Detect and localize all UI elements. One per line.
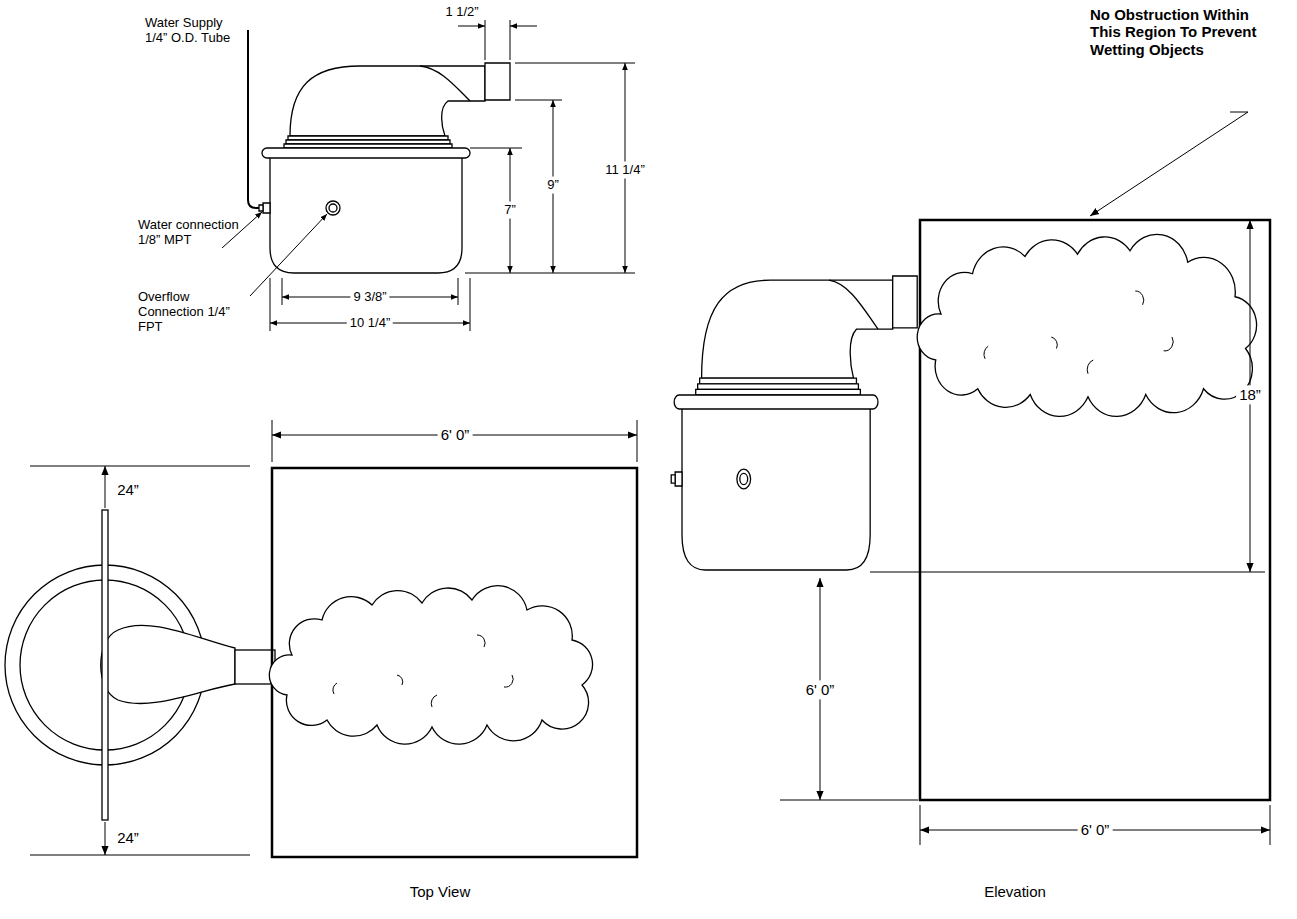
dimension-label: 18” [1236, 385, 1264, 404]
view-caption-label: Elevation [981, 882, 1049, 901]
view-caption-label: Top View [407, 882, 474, 901]
dimension-label: 6' 0” [438, 425, 473, 444]
water-supply-tube [248, 30, 262, 208]
dimension-label: 7” [501, 202, 519, 219]
steam-elbow [101, 625, 235, 703]
detail-view [222, 20, 635, 331]
dimension-lines [780, 112, 1270, 845]
steam-cloud [269, 586, 592, 744]
dimension-label: 6' 0” [1078, 820, 1113, 839]
nozzle [235, 650, 275, 684]
mounting-bar [102, 510, 108, 820]
steam-cloud [917, 234, 1256, 416]
dimension-lines [270, 20, 635, 331]
dimension-label: 6' 0” [803, 680, 838, 699]
dimension-lines [30, 420, 637, 855]
dimension-label: 1 1/2” [442, 4, 481, 21]
elevation-view [671, 112, 1270, 845]
humidifier-unit [671, 276, 917, 570]
dimension-label: 24” [114, 480, 142, 499]
top-view [5, 420, 637, 857]
dimension-label: 11 1/4” [602, 162, 648, 179]
dimension-label: 9” [544, 177, 562, 194]
humidifier-unit [259, 63, 510, 273]
dimension-label: 24” [114, 828, 142, 847]
dimension-label: 9 3/8” [350, 289, 389, 306]
callout-label: Overflow Connection 1/4” FPT [138, 290, 250, 335]
note-label: No Obstruction Within This Region To Pre… [1090, 6, 1270, 58]
note-label: Water Supply 1/4” O.D. Tube [145, 16, 245, 46]
dimension-label: 10 1/4” [347, 315, 393, 332]
callout-label: Water connection 1/8” MPT [138, 218, 248, 248]
